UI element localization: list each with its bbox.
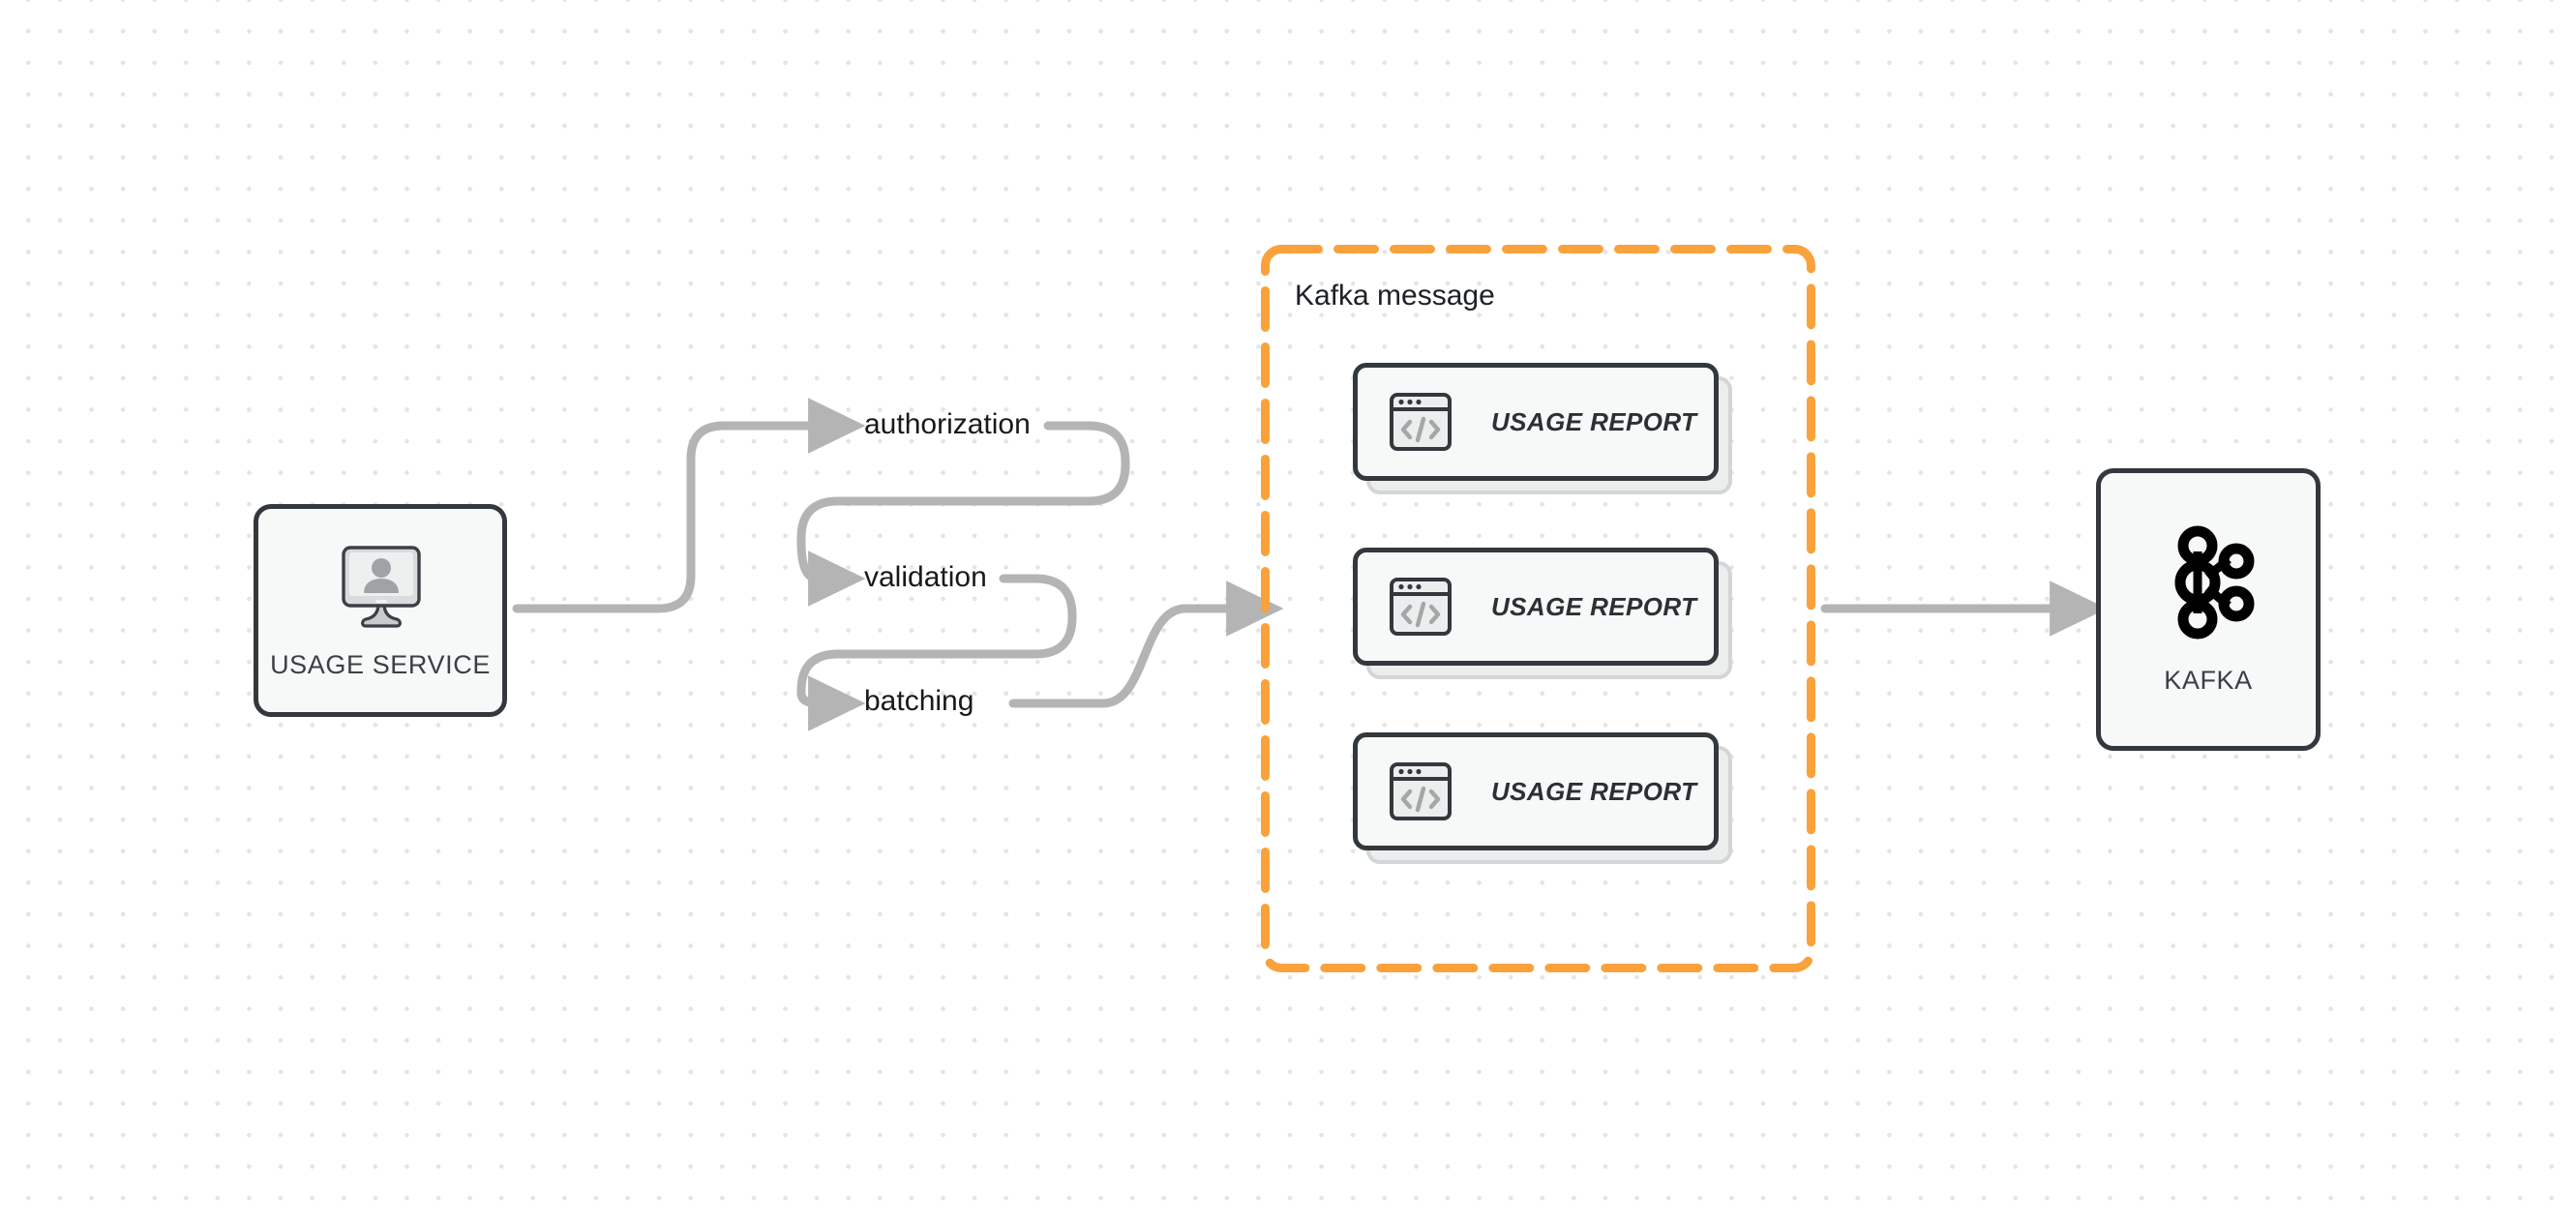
node-kafka[interactable]: KAFKA — [2096, 468, 2321, 751]
usage-report-label: USAGE REPORT — [1491, 406, 1697, 436]
code-window-icon — [1358, 575, 1453, 639]
step-label-authorization[interactable]: authorization — [864, 408, 1031, 440]
usage-report-label: USAGE REPORT — [1491, 776, 1697, 806]
connector-batching-to-kafka-message — [1008, 581, 1284, 708]
card-front[interactable]: USAGE REPORT — [1353, 548, 1719, 666]
monitor-user-icon — [334, 542, 427, 631]
usage-report-card[interactable]: USAGE REPORT — [1353, 548, 1732, 679]
group-title: Kafka message — [1295, 280, 1495, 312]
usage-report-card[interactable]: USAGE REPORT — [1353, 363, 1732, 494]
code-window-icon — [1358, 390, 1453, 454]
code-window-icon — [1358, 759, 1453, 823]
card-front[interactable]: USAGE REPORT — [1353, 732, 1719, 850]
connector-authorization-to-validation — [796, 421, 1130, 607]
node-usage-service[interactable]: USAGE SERVICE — [254, 504, 507, 717]
connector-service-to-authorization — [512, 398, 866, 613]
node-kafka-label: KAFKA — [2164, 665, 2253, 695]
usage-report-card[interactable]: USAGE REPORT — [1353, 732, 1732, 864]
step-label-batching[interactable]: batching — [864, 685, 974, 717]
step-label-validation[interactable]: validation — [864, 561, 987, 593]
usage-report-label: USAGE REPORT — [1491, 591, 1697, 621]
group-kafka-message[interactable]: Kafka message — [1261, 245, 1815, 972]
node-usage-service-label: USAGE SERVICE — [270, 649, 491, 679]
card-front[interactable]: USAGE REPORT — [1353, 363, 1719, 481]
kafka-logo-icon — [2157, 524, 2260, 640]
group-dashed-border-icon — [1261, 245, 1815, 972]
